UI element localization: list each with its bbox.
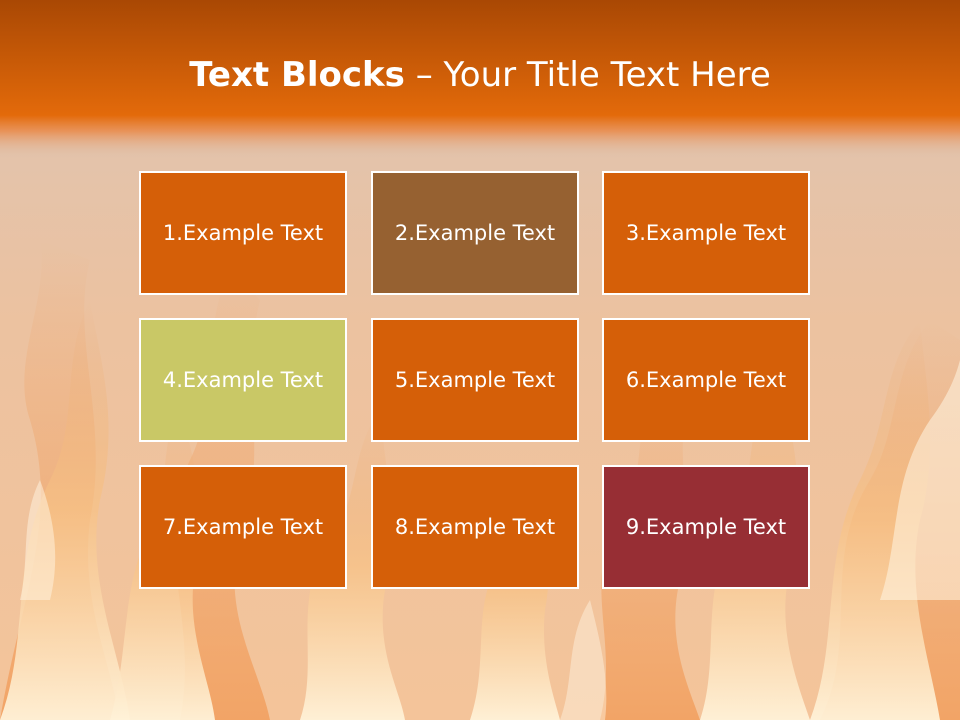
text-block-1[interactable]: 1.Example Text — [139, 171, 347, 295]
text-block-label: 1.Example Text — [162, 221, 324, 245]
text-block-5[interactable]: 5.Example Text — [371, 318, 579, 442]
text-block-label: 5.Example Text — [394, 368, 556, 392]
text-block-7[interactable]: 7.Example Text — [139, 465, 347, 589]
text-block-2[interactable]: 2.Example Text — [371, 171, 579, 295]
text-block-4[interactable]: 4.Example Text — [139, 318, 347, 442]
text-block-label: 6.Example Text — [625, 368, 787, 392]
text-block-label: 8.Example Text — [394, 515, 556, 539]
title-rest: Your Title Text Here — [443, 55, 771, 95]
text-block-label: 2.Example Text — [394, 221, 556, 245]
text-block-6[interactable]: 6.Example Text — [602, 318, 810, 442]
text-block-label: 3.Example Text — [625, 221, 787, 245]
text-block-9[interactable]: 9.Example Text — [602, 465, 810, 589]
text-block-3[interactable]: 3.Example Text — [602, 171, 810, 295]
text-block-label: 4.Example Text — [162, 368, 324, 392]
slide-title: Text Blocks – Your Title Text Here — [0, 52, 960, 98]
text-block-label: 7.Example Text — [162, 515, 324, 539]
title-band — [0, 0, 960, 160]
text-block-label: 9.Example Text — [625, 515, 787, 539]
title-bold: Text Blocks — [189, 55, 405, 95]
title-dash: – — [404, 55, 444, 95]
text-block-8[interactable]: 8.Example Text — [371, 465, 579, 589]
